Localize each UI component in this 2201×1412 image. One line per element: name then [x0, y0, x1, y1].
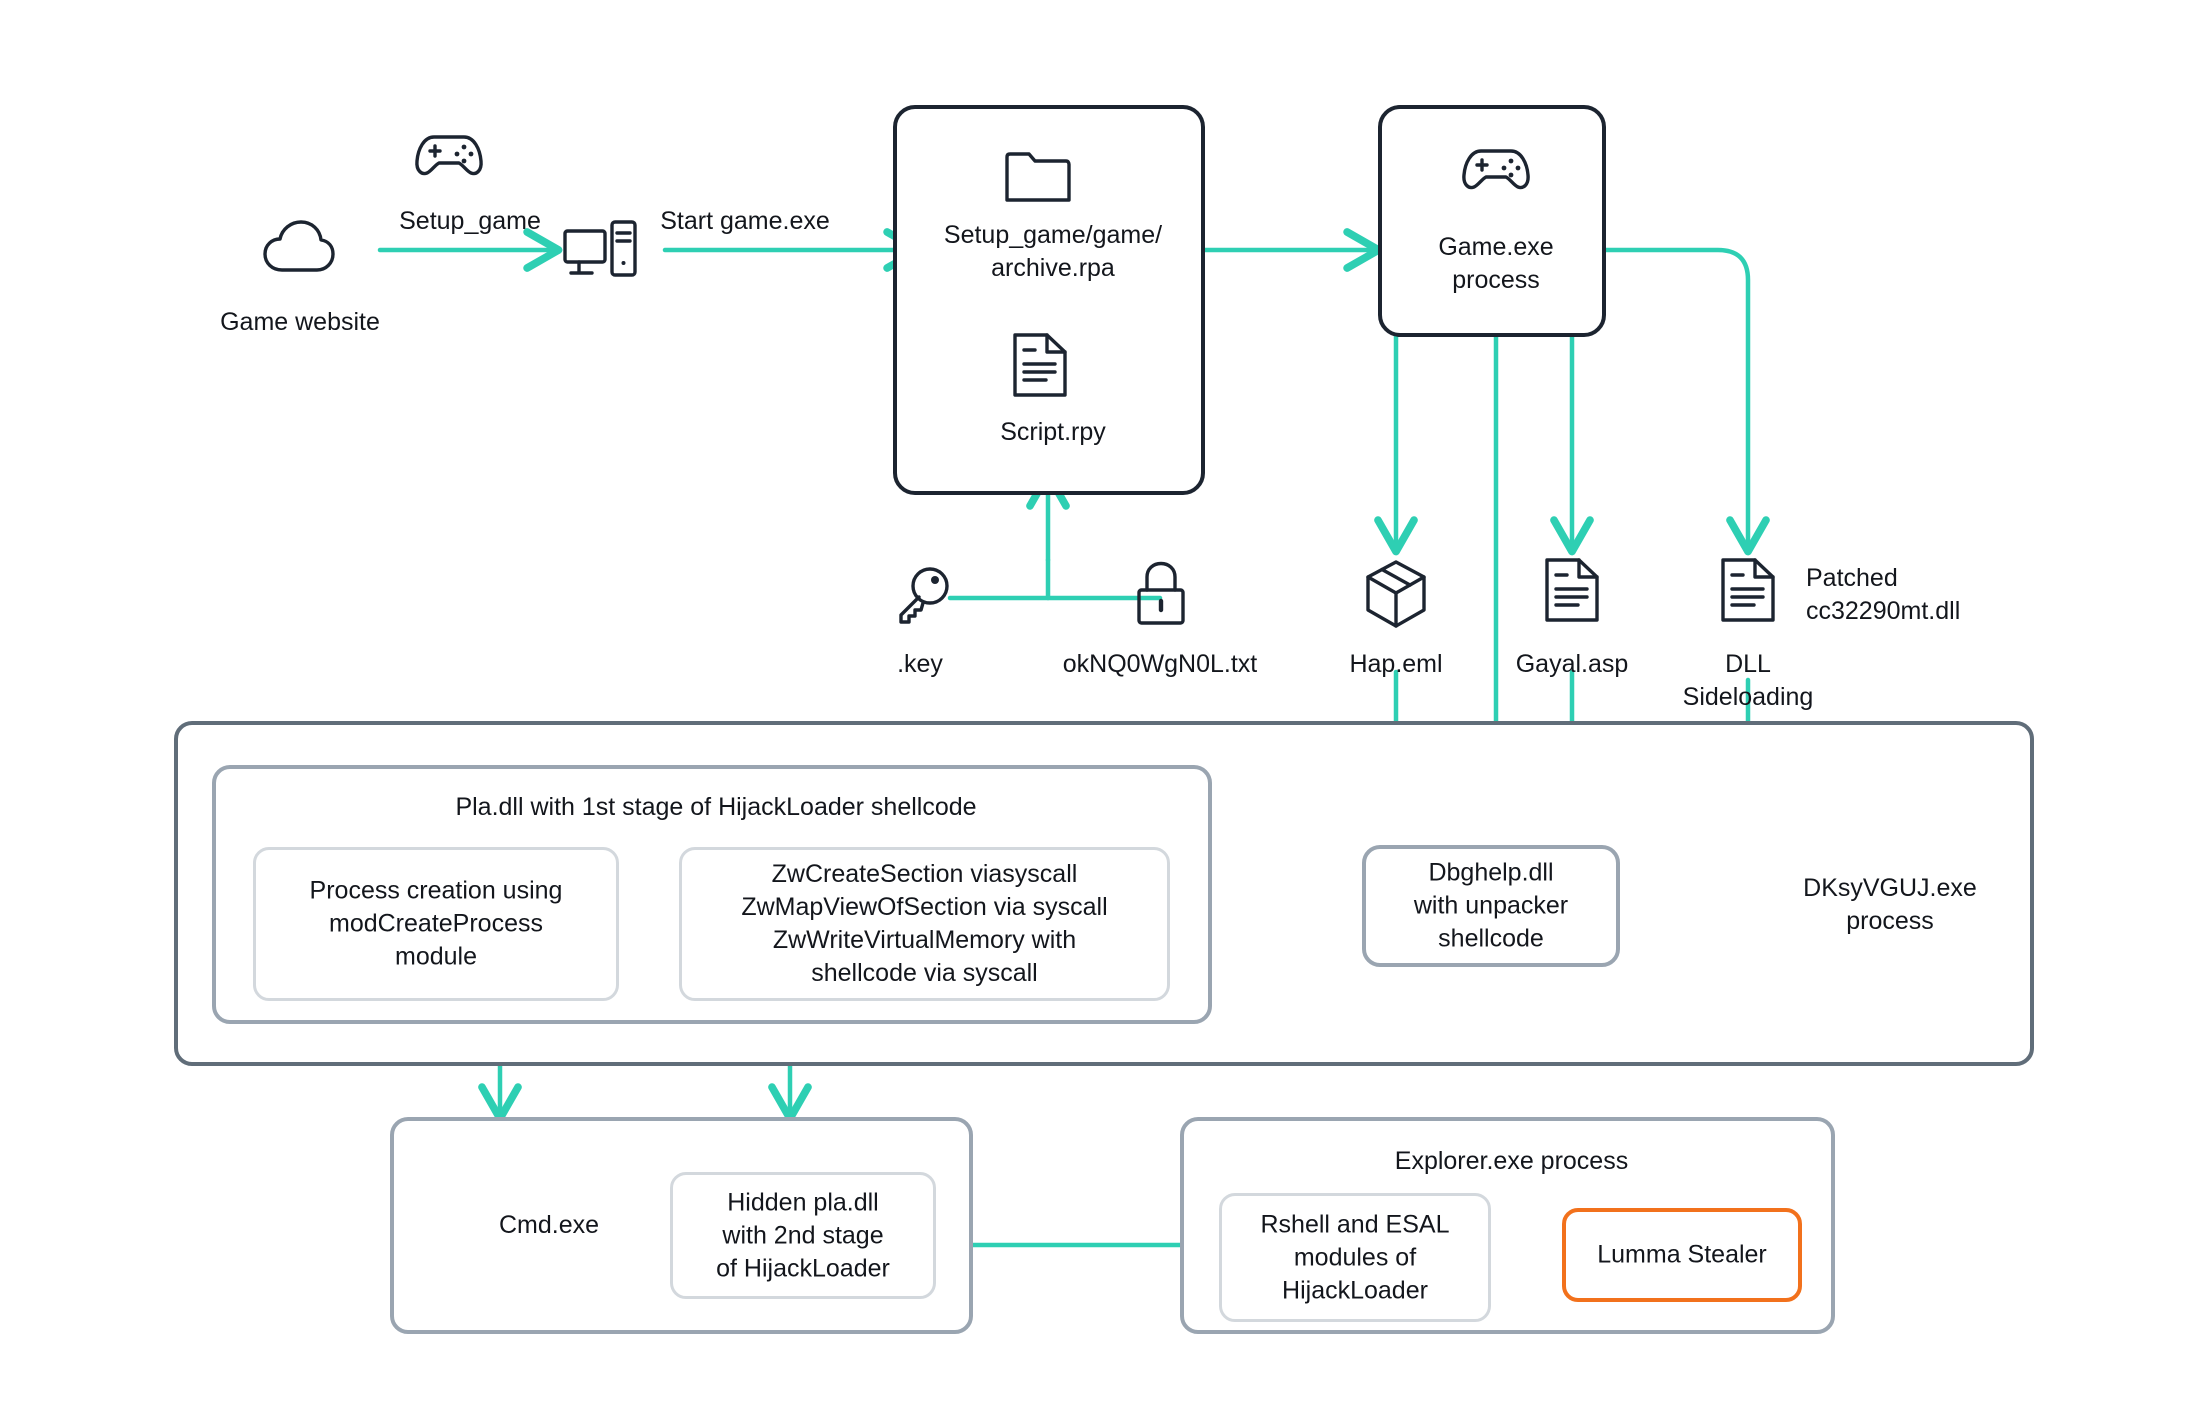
padlock-icon: [1132, 560, 1190, 633]
patched-dll-note: Patched cc32290mt.dll: [1806, 564, 1961, 625]
lumma-stealer-box: Lumma Stealer: [1562, 1208, 1802, 1302]
cmd-exe-label: Cmd.exe: [498, 1211, 600, 1239]
zw-syscalls-box: ZwCreateSection viasyscall ZwMapViewOfSe…: [679, 847, 1170, 1001]
key-file-label: .key: [897, 650, 943, 678]
folder-icon: [1004, 149, 1072, 210]
game-exe-process-box: Game.exe process: [1378, 105, 1606, 337]
okntxt-file-label: okNQ0WgN0L.txt: [1062, 650, 1258, 678]
setup-game-arrow-label: Setup_game: [399, 207, 541, 235]
zw-syscalls-label: ZwCreateSection viasyscall ZwMapViewOfSe…: [741, 860, 1108, 987]
artifact-label: Gayal.asp: [1515, 650, 1629, 678]
script-rpy-label: Script.rpy: [1000, 418, 1106, 446]
hidden-pla-dll-label: Hidden pla.dll with 2nd stage of HijackL…: [716, 1188, 890, 1282]
artifact-label: Hap.eml: [1349, 650, 1443, 678]
game-controller-icon: [1461, 139, 1531, 198]
artifact-label: DLL Sideloading: [1682, 650, 1814, 711]
lumma-stealer-label: Lumma Stealer: [1597, 1240, 1767, 1269]
key-icon: [890, 565, 952, 632]
game-website-label: Game website: [220, 308, 380, 336]
explorer-exe-title: Explorer.exe process: [1394, 1147, 1629, 1175]
setup-game-box: Setup_game/game/ archive.rpa Script.rpy: [893, 105, 1205, 495]
document-icon: [1011, 331, 1069, 404]
game-controller-icon: [414, 125, 484, 184]
archive-path-label: Setup_game/game/ archive.rpa: [943, 221, 1163, 282]
pla-dll-title: Pla.dll with 1st stage of HijackLoader s…: [455, 793, 977, 821]
hidden-pla-dll-box: Hidden pla.dll with 2nd stage of HijackL…: [670, 1172, 936, 1299]
cmd-exe-box: Cmd.exe Hidden pla.dll with 2nd stage of…: [390, 1117, 973, 1334]
rshell-esal-modules-label: Rshell and ESAL modules of HijackLoader: [1260, 1210, 1450, 1304]
cloud-icon: [262, 218, 336, 281]
process-creation-box: Process creation using modCreateProcess …: [253, 847, 619, 1001]
document-icon: [1543, 556, 1601, 629]
explorer-exe-box: Explorer.exe process Rshell and ESAL mod…: [1180, 1117, 1835, 1334]
dksyvguj-process-label: DKsyVGUJ.exe process: [1803, 874, 1977, 935]
process-creation-label: Process creation using modCreateProcess …: [309, 876, 563, 971]
game-exe-process-label: Game.exe process: [1438, 233, 1554, 294]
rshell-esal-modules-box: Rshell and ESAL modules of HijackLoader: [1219, 1193, 1491, 1322]
dbghelp-label: Dbghelp.dll with unpacker shellcode: [1413, 858, 1569, 953]
start-game-arrow-label: Start game.exe: [660, 207, 830, 235]
package-box-icon: [1363, 558, 1429, 635]
dbghelp-box: Dbghelp.dll with unpacker shellcode: [1362, 845, 1620, 967]
document-icon: [1719, 556, 1777, 629]
desktop-computer-icon: [562, 218, 638, 287]
